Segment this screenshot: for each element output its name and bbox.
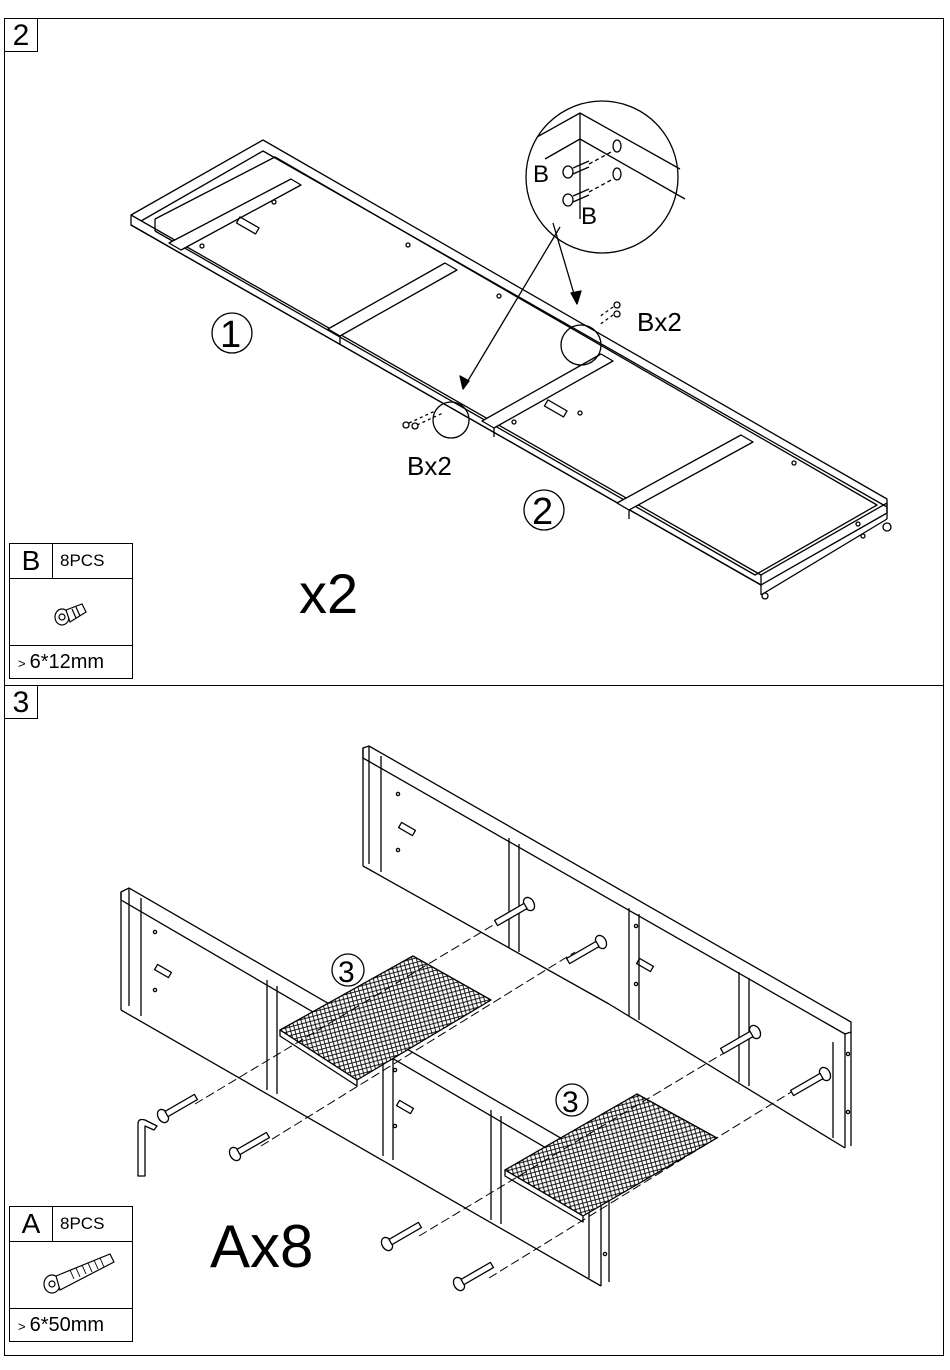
step-3-diagram: 3 3 [120,745,852,1292]
joint-bolts-right [598,301,621,326]
allen-key-icon [137,1118,158,1177]
detail-bolt-top [562,160,590,179]
step-3-number: 3 [5,686,38,719]
part-a-box: A 8PCS >6*50mm [9,1206,133,1342]
detail-label-bottom: B [581,203,597,230]
step-2-panel: 2 [4,18,944,686]
frame-label-1-circle [211,312,253,354]
callout-right-bolts: Bx2 [637,307,682,337]
step-3-panel: 3 [4,685,944,1356]
step-2-diagram: 1 2 B B [130,100,892,600]
callout-left-bolts: Bx2 [407,451,452,481]
detail-label-top: B [533,161,549,188]
cross-bar-4 [168,178,302,251]
frame-label-1: 1 [220,314,241,356]
mesh-shelf-1 [279,955,492,1087]
bolt-long-icon [10,1242,132,1309]
detail-magnifier [525,100,679,254]
step-2-number: 2 [5,19,38,52]
step-2-multiplier: x2 [299,562,359,625]
frame-label-2-circle [523,489,565,531]
cross-bar-1 [327,262,458,337]
bolt-short-icon [10,579,132,646]
part-a-letter: A [10,1207,53,1241]
step-3-multiplier: Ax8 [210,1213,314,1280]
shelf-label-2: 3 [562,1086,579,1119]
part-a-size: 6*50mm [29,1314,105,1336]
back-side-frame [362,745,852,1149]
cross-bar-2 [481,353,614,429]
frame-label-2: 2 [532,491,553,533]
shelf-label-1: 3 [338,956,355,989]
joint-circle-right [560,324,602,366]
part-b-letter: B [10,544,53,578]
bolts-step3 [156,896,832,1292]
detail-bolt-bottom [562,188,590,207]
shelf-label-2-circle [555,1083,589,1117]
part-b-quantity: 8PCS [60,551,105,570]
cross-bar-3 [616,434,754,511]
part-b-size: 6*12mm [29,651,105,673]
joint-bolts-left [402,410,444,430]
shelf-label-1-circle [331,953,365,987]
part-a-quantity: 8PCS [60,1214,105,1233]
part-b-box: B 8PCS >6*12mm [9,543,133,679]
joint-circle-left [432,401,470,439]
front-side-frame [120,887,610,1287]
